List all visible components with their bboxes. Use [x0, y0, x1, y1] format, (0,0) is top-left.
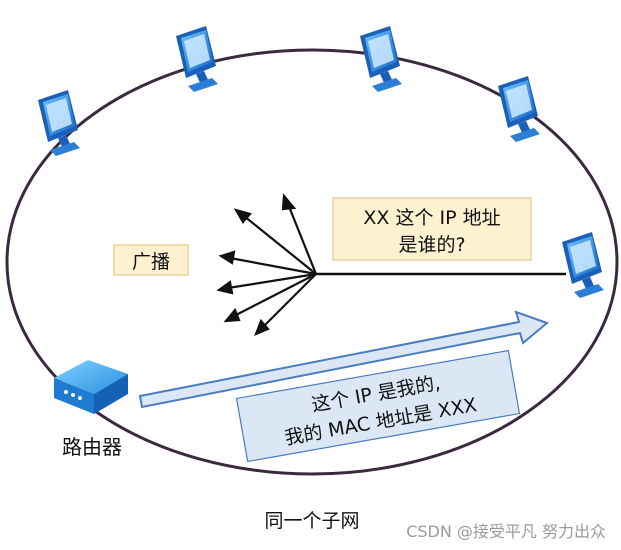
question-line-2: 是谁的? — [398, 234, 465, 256]
router-label: 路由器 — [62, 435, 122, 459]
computer-icon — [360, 26, 402, 92]
subnet-caption: 同一个子网 — [264, 510, 359, 532]
computer-icon — [498, 76, 540, 142]
computer-icon — [562, 232, 604, 298]
broadcast-label: 广播 — [132, 251, 170, 273]
reply-box — [235, 349, 521, 463]
question-box — [332, 197, 532, 261]
reply-box-group: 这个 IP 是我的, 我的 MAC 地址是 XXX — [235, 349, 521, 463]
router-icon — [54, 360, 128, 414]
broadcast-label-box — [113, 244, 189, 276]
computer-icon — [176, 26, 218, 92]
broadcast-arrows — [216, 193, 318, 337]
watermark: CSDN @接受平凡 努力出众 — [406, 522, 606, 541]
computer-icon — [38, 90, 80, 156]
reply-arrow — [138, 310, 549, 409]
question-line-1: XX 这个 IP 地址 — [363, 207, 500, 229]
subnet-ring — [5, 48, 619, 476]
